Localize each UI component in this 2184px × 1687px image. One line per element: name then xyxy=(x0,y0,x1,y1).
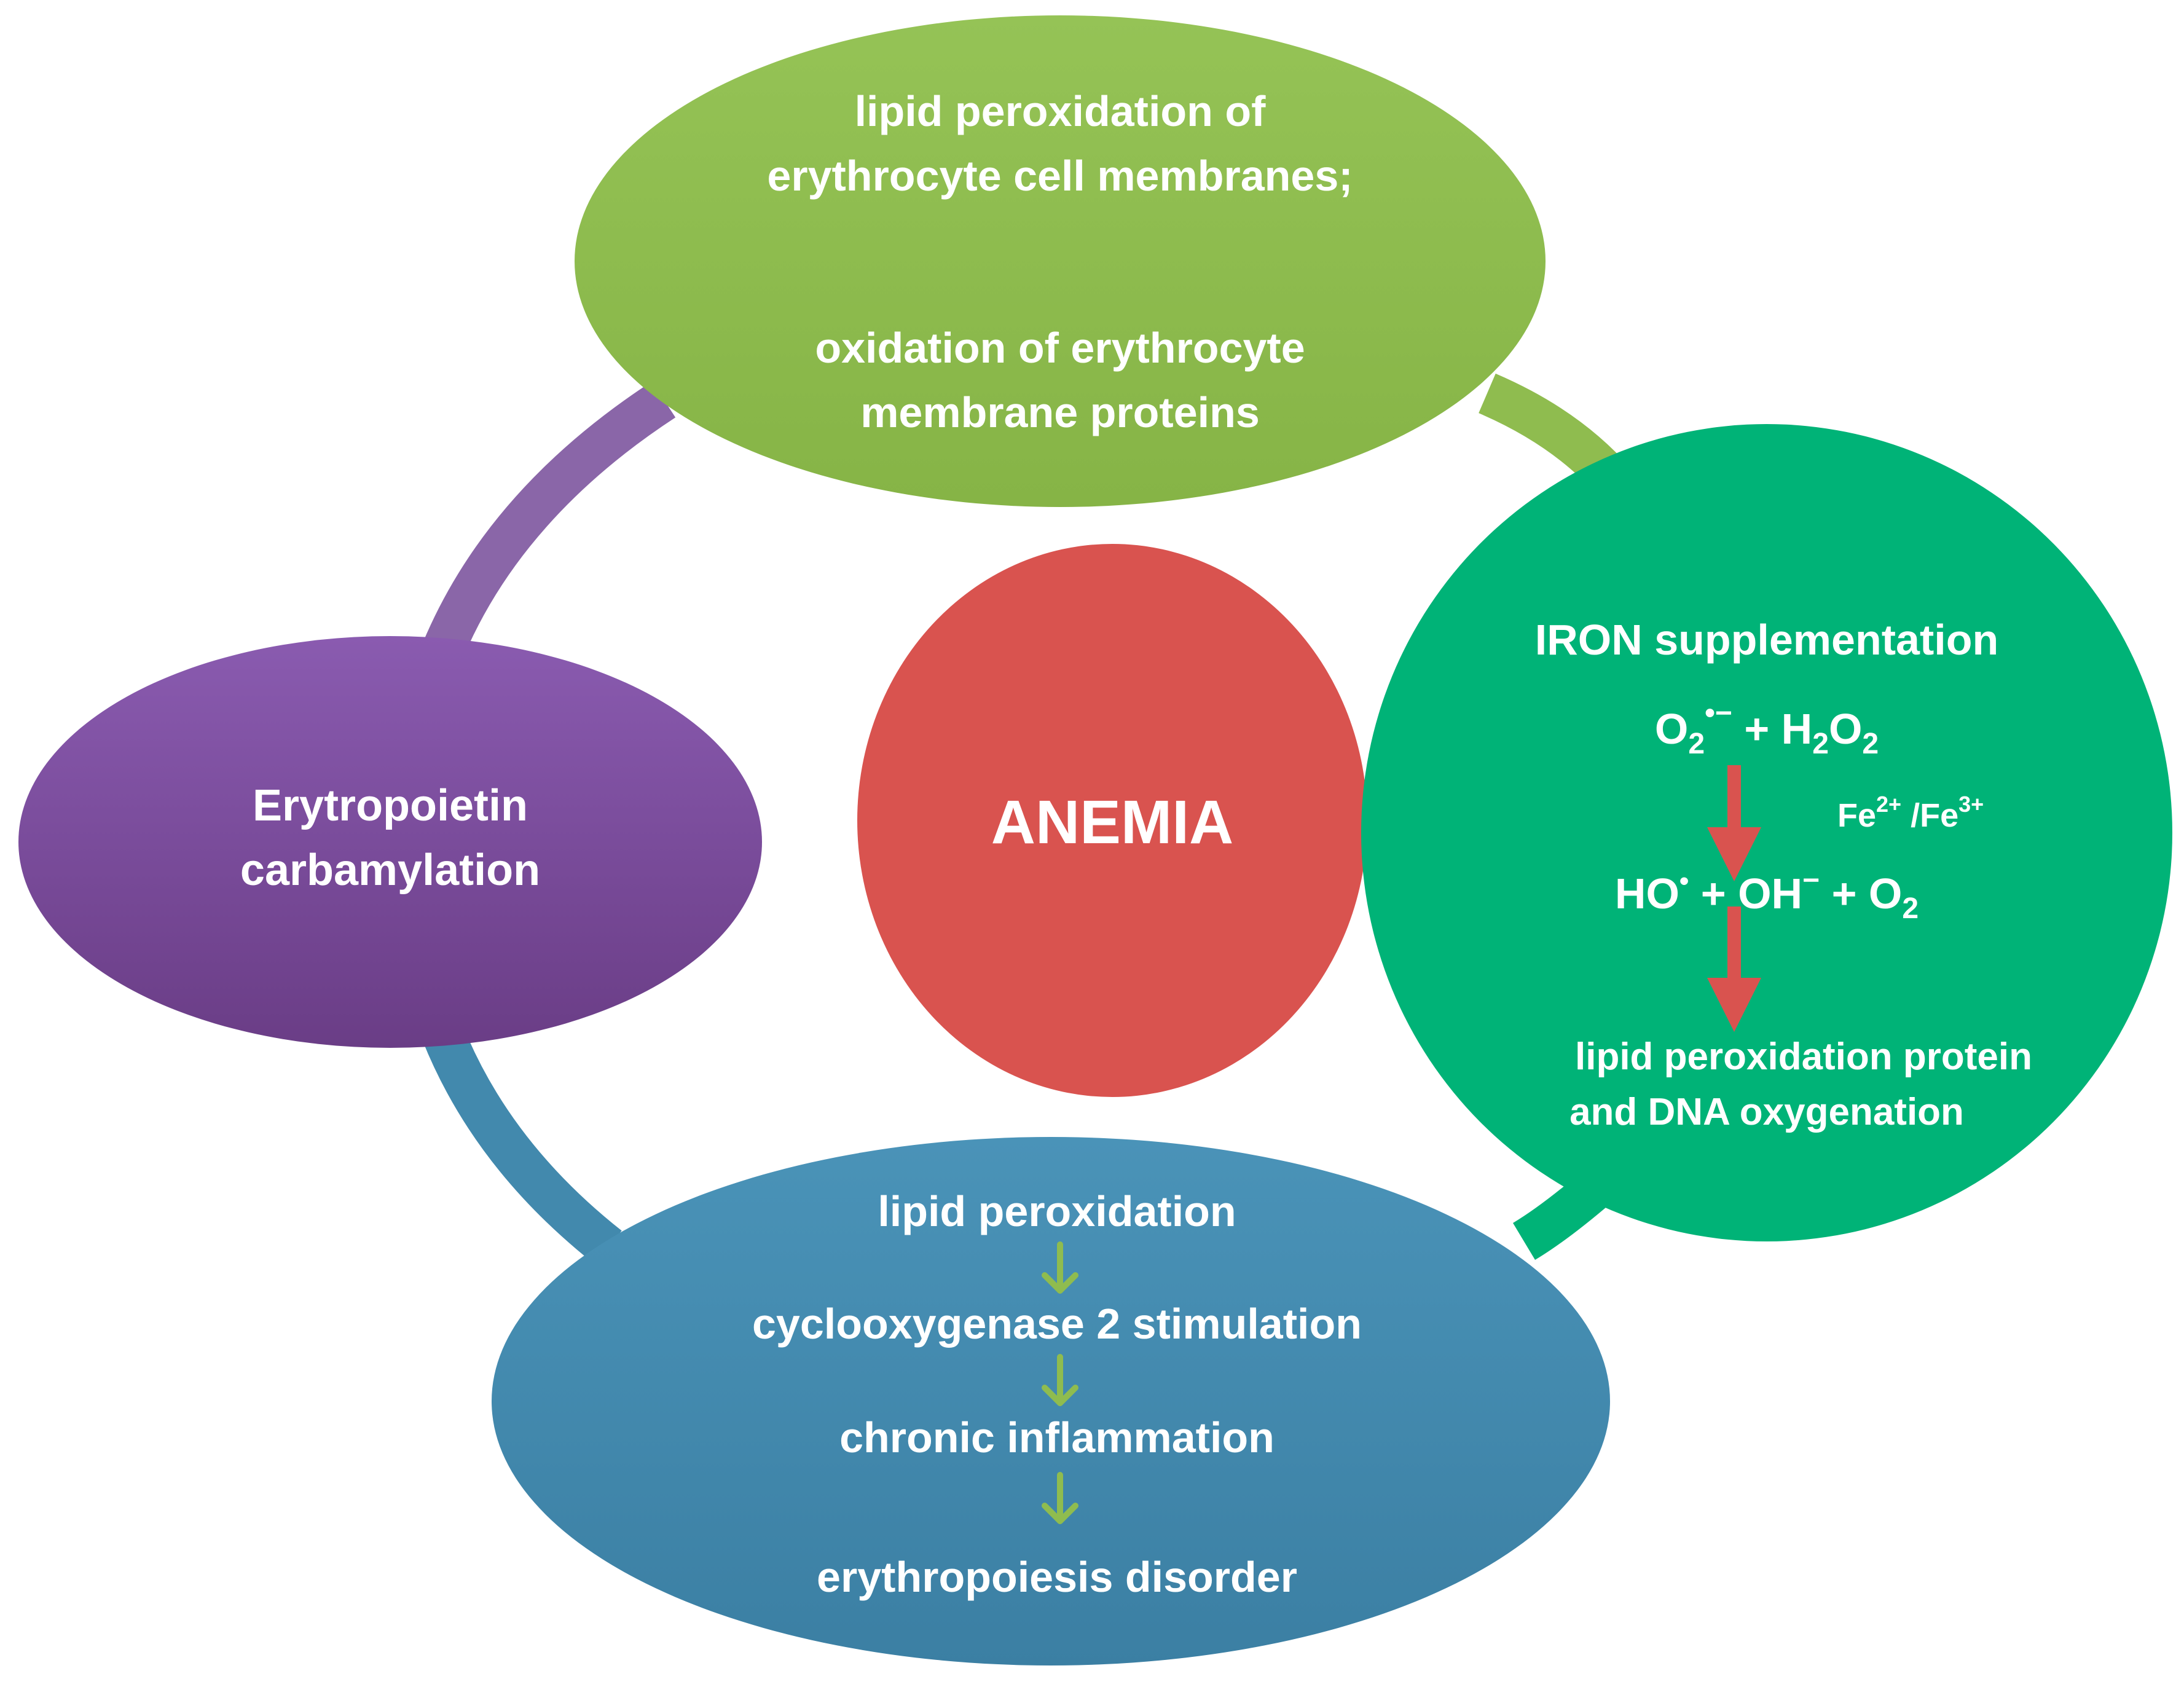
right-outcome-2: and DNA oxygenation xyxy=(1569,1091,1964,1133)
bottom-node: lipid peroxidation cyclooxygenase 2 stim… xyxy=(492,1137,1610,1665)
bottom-arrow-1 xyxy=(1042,1241,1078,1294)
top-line-1: lipid peroxidation of xyxy=(855,87,1267,135)
bottom-step-3: chronic inflammation xyxy=(839,1414,1275,1461)
catalyst-label: Fe2+ /Fe3+ xyxy=(1837,792,1984,834)
top-line-4: membrane proteins xyxy=(860,388,1260,436)
bottom-arrow-3 xyxy=(1042,1472,1078,1524)
ring-segment-bottom-left xyxy=(422,1024,622,1265)
ring-segment-top-left xyxy=(422,381,676,660)
left-line-1: Erytropoietin xyxy=(253,781,528,830)
right-node: IRON supplementation O2•− + H2O2 Fe2+ /F… xyxy=(1361,424,2172,1241)
right-outcome-1: lipid peroxidation protein xyxy=(1575,1036,2032,1078)
right-title: IRON supplementation xyxy=(1535,616,1998,664)
reaction-2: HO• + OH− + O2 xyxy=(1615,864,1919,925)
bottom-arrow-2 xyxy=(1042,1354,1078,1406)
top-node: lipid peroxidation of erythrocyte cell m… xyxy=(575,15,1546,507)
center-node: ANEMIA xyxy=(857,544,1367,1097)
left-line-2: carbamylation xyxy=(240,846,540,895)
reaction-1: O2•− + H2O2 xyxy=(1655,697,1879,760)
center-label: ANEMIA xyxy=(991,788,1233,857)
bottom-step-4: erythropoiesis disorder xyxy=(817,1553,1297,1601)
bottom-step-1: lipid peroxidation xyxy=(878,1187,1236,1235)
bottom-step-2: cyclooxygenase 2 stimulation xyxy=(752,1300,1362,1348)
left-node: Erytropoietin carbamylation xyxy=(18,636,762,1048)
top-line-2: erythrocyte cell membranes; xyxy=(767,152,1353,200)
top-line-3: oxidation of erythrocyte xyxy=(815,324,1305,372)
